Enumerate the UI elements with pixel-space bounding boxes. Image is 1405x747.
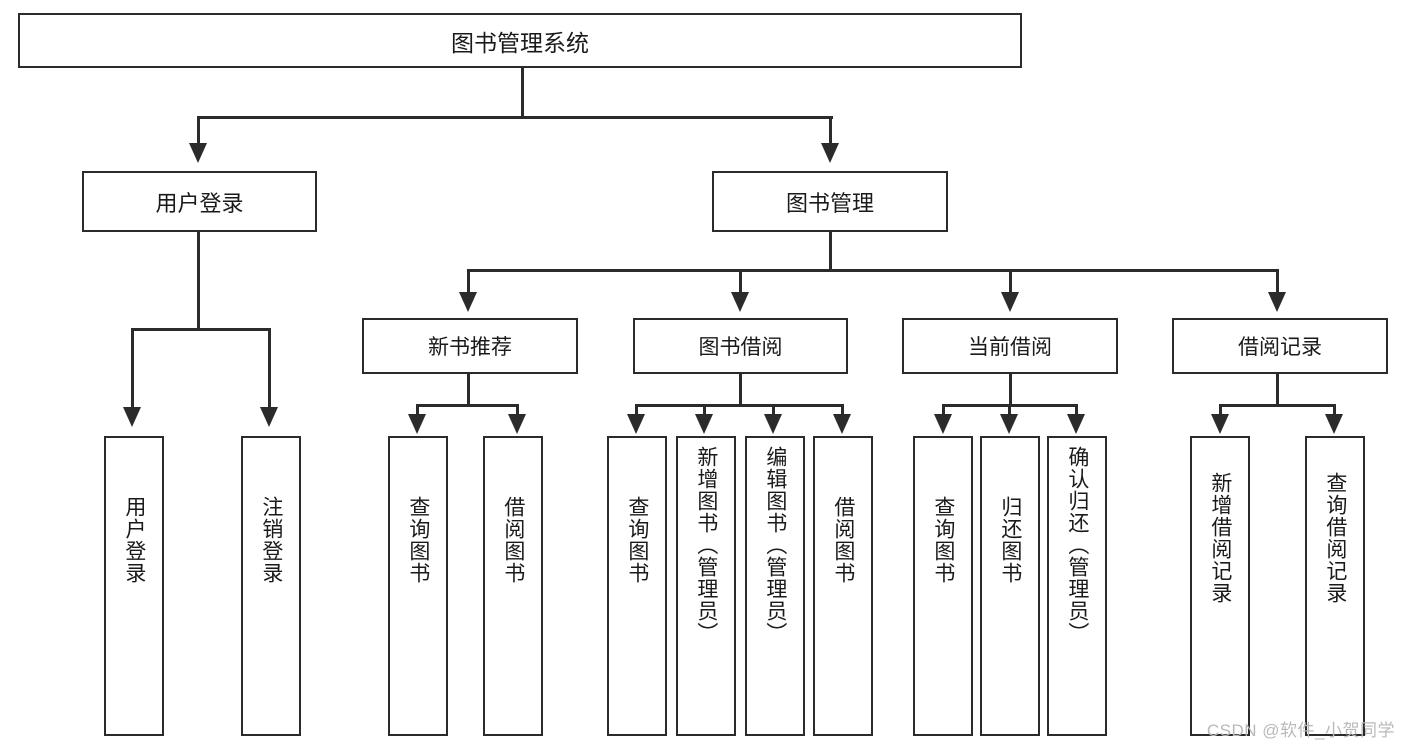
node-label: 用户登录 — [155, 190, 244, 216]
arrowhead-book-manage — [821, 143, 839, 163]
csdn-watermark: CSDN @软件_小贺同学 — [1206, 721, 1395, 740]
leaf-label: 注销登录 — [259, 496, 283, 584]
node-label: 借阅记录 — [1238, 336, 1322, 359]
leaf-label: 借阅图书 — [501, 496, 525, 584]
arrowhead-leaf-user-login-1 — [123, 407, 141, 427]
arrowhead-user-login — [189, 143, 207, 163]
leaf-book-borrow-edit[interactable]: 编辑图书（管理员） — [745, 436, 805, 736]
arrowhead-book-borrow — [731, 292, 749, 312]
leaf-label: 借阅图书 — [831, 496, 855, 584]
leaf-label: 查询图书 — [406, 496, 430, 584]
leaf-current-borrow-return[interactable]: 归还图书 — [980, 436, 1040, 736]
leaf-new-book-borrow[interactable]: 借阅图书 — [483, 436, 543, 736]
connector-book-borrow-drop-1 — [635, 404, 638, 417]
arrowhead-leaf-user-login-2 — [260, 407, 278, 427]
leaf-book-borrow-query[interactable]: 查询图书 — [607, 436, 667, 736]
leaf-label: 用户登录 — [122, 496, 146, 584]
connector-new-book-drop-2 — [516, 404, 519, 417]
node-current-borrow[interactable]: 当前借阅 — [902, 318, 1118, 374]
node-book-manage[interactable]: 图书管理 — [712, 171, 948, 232]
connector-user-login-drop-1 — [131, 328, 134, 410]
node-book-borrow[interactable]: 图书借阅 — [633, 318, 848, 374]
node-user-login[interactable]: 用户登录 — [82, 171, 317, 232]
arrowhead-leaf-book-borrow-2 — [695, 414, 713, 434]
connector-root-stem — [521, 68, 524, 118]
arrowhead-leaf-borrow-record-2 — [1325, 414, 1343, 434]
arrowhead-leaf-current-borrow-1 — [934, 414, 952, 434]
leaf-label: 查询图书 — [625, 496, 649, 584]
node-root-system[interactable]: 图书管理系统 — [18, 13, 1022, 68]
connector-book-borrow-drop-2 — [703, 404, 706, 417]
leaf-book-borrow-add[interactable]: 新增图书（管理员） — [676, 436, 736, 736]
node-label: 当前借阅 — [968, 336, 1052, 359]
node-label: 图书借阅 — [698, 336, 783, 359]
node-borrow-record[interactable]: 借阅记录 — [1172, 318, 1388, 374]
node-label: 新书推荐 — [428, 336, 512, 359]
connector-level1-drop-right — [829, 116, 832, 146]
node-label: 图书管理 — [785, 190, 874, 216]
arrowhead-leaf-borrow-record-1 — [1211, 414, 1229, 434]
connector-book-borrow-drop-3 — [772, 404, 775, 417]
arrowhead-leaf-current-borrow-2 — [1000, 414, 1018, 434]
leaf-book-borrow-borrow[interactable]: 借阅图书 — [813, 436, 873, 736]
arrowhead-current-borrow — [1001, 292, 1019, 312]
connector-borrow-record-stem — [1276, 374, 1279, 407]
leaf-label: 查询图书 — [931, 496, 955, 584]
connector-level1-drop-left — [197, 116, 200, 146]
connector-level3-drop-2 — [739, 269, 742, 295]
connector-level1-bus — [197, 116, 833, 119]
leaf-borrow-record-add[interactable]: 新增借阅记录 — [1190, 436, 1250, 736]
connector-book-manage-stem — [829, 232, 832, 272]
leaf-label: 归还图书 — [998, 496, 1022, 584]
leaf-new-book-query[interactable]: 查询图书 — [388, 436, 448, 736]
connector-level3-bus — [467, 269, 1279, 272]
leaf-borrow-record-query[interactable]: 查询借阅记录 — [1305, 436, 1365, 736]
leaf-label: 新增图书（管理员） — [694, 446, 718, 644]
arrowhead-leaf-new-book-1 — [408, 414, 426, 434]
leaf-label: 新增借阅记录 — [1208, 472, 1232, 604]
connector-borrow-record-drop-2 — [1333, 404, 1336, 417]
connector-book-borrow-bus — [635, 404, 844, 407]
connector-current-borrow-drop-1 — [942, 404, 945, 417]
leaf-label: 确认归还（管理员） — [1065, 446, 1089, 644]
connector-borrow-record-drop-1 — [1219, 404, 1222, 417]
connector-level3-drop-1 — [467, 269, 470, 295]
arrowhead-leaf-new-book-2 — [508, 414, 526, 434]
connector-level3-drop-3 — [1009, 269, 1012, 295]
connector-user-login-stem — [197, 232, 200, 330]
leaf-user-login-login[interactable]: 用户登录 — [104, 436, 164, 736]
connector-user-login-drop-2 — [268, 328, 271, 410]
leaf-current-borrow-confirm[interactable]: 确认归还（管理员） — [1047, 436, 1107, 736]
connector-current-borrow-drop-2 — [1008, 404, 1011, 417]
connector-level3-drop-4 — [1276, 269, 1279, 295]
leaf-current-borrow-query[interactable]: 查询图书 — [913, 436, 973, 736]
connector-user-login-bus — [131, 328, 271, 331]
arrowhead-borrow-record — [1268, 292, 1286, 312]
leaf-user-login-logout[interactable]: 注销登录 — [241, 436, 301, 736]
connector-current-borrow-stem — [1009, 374, 1012, 407]
connector-book-borrow-drop-4 — [841, 404, 844, 417]
arrowhead-leaf-book-borrow-3 — [764, 414, 782, 434]
connector-new-book-stem — [467, 374, 470, 407]
connector-book-borrow-stem — [739, 374, 742, 407]
connector-borrow-record-bus — [1219, 404, 1336, 407]
node-new-book-recommend[interactable]: 新书推荐 — [362, 318, 578, 374]
leaf-label: 编辑图书（管理员） — [763, 446, 787, 644]
arrowhead-leaf-book-borrow-4 — [833, 414, 851, 434]
leaf-label: 查询借阅记录 — [1323, 472, 1347, 604]
connector-current-borrow-drop-3 — [1075, 404, 1078, 417]
arrowhead-leaf-book-borrow-1 — [627, 414, 645, 434]
arrowhead-leaf-current-borrow-3 — [1067, 414, 1085, 434]
connector-new-book-bus — [416, 404, 519, 407]
arrowhead-new-book-recommend — [459, 292, 477, 312]
connector-new-book-drop-1 — [416, 404, 419, 417]
node-label: 图书管理系统 — [451, 29, 589, 56]
